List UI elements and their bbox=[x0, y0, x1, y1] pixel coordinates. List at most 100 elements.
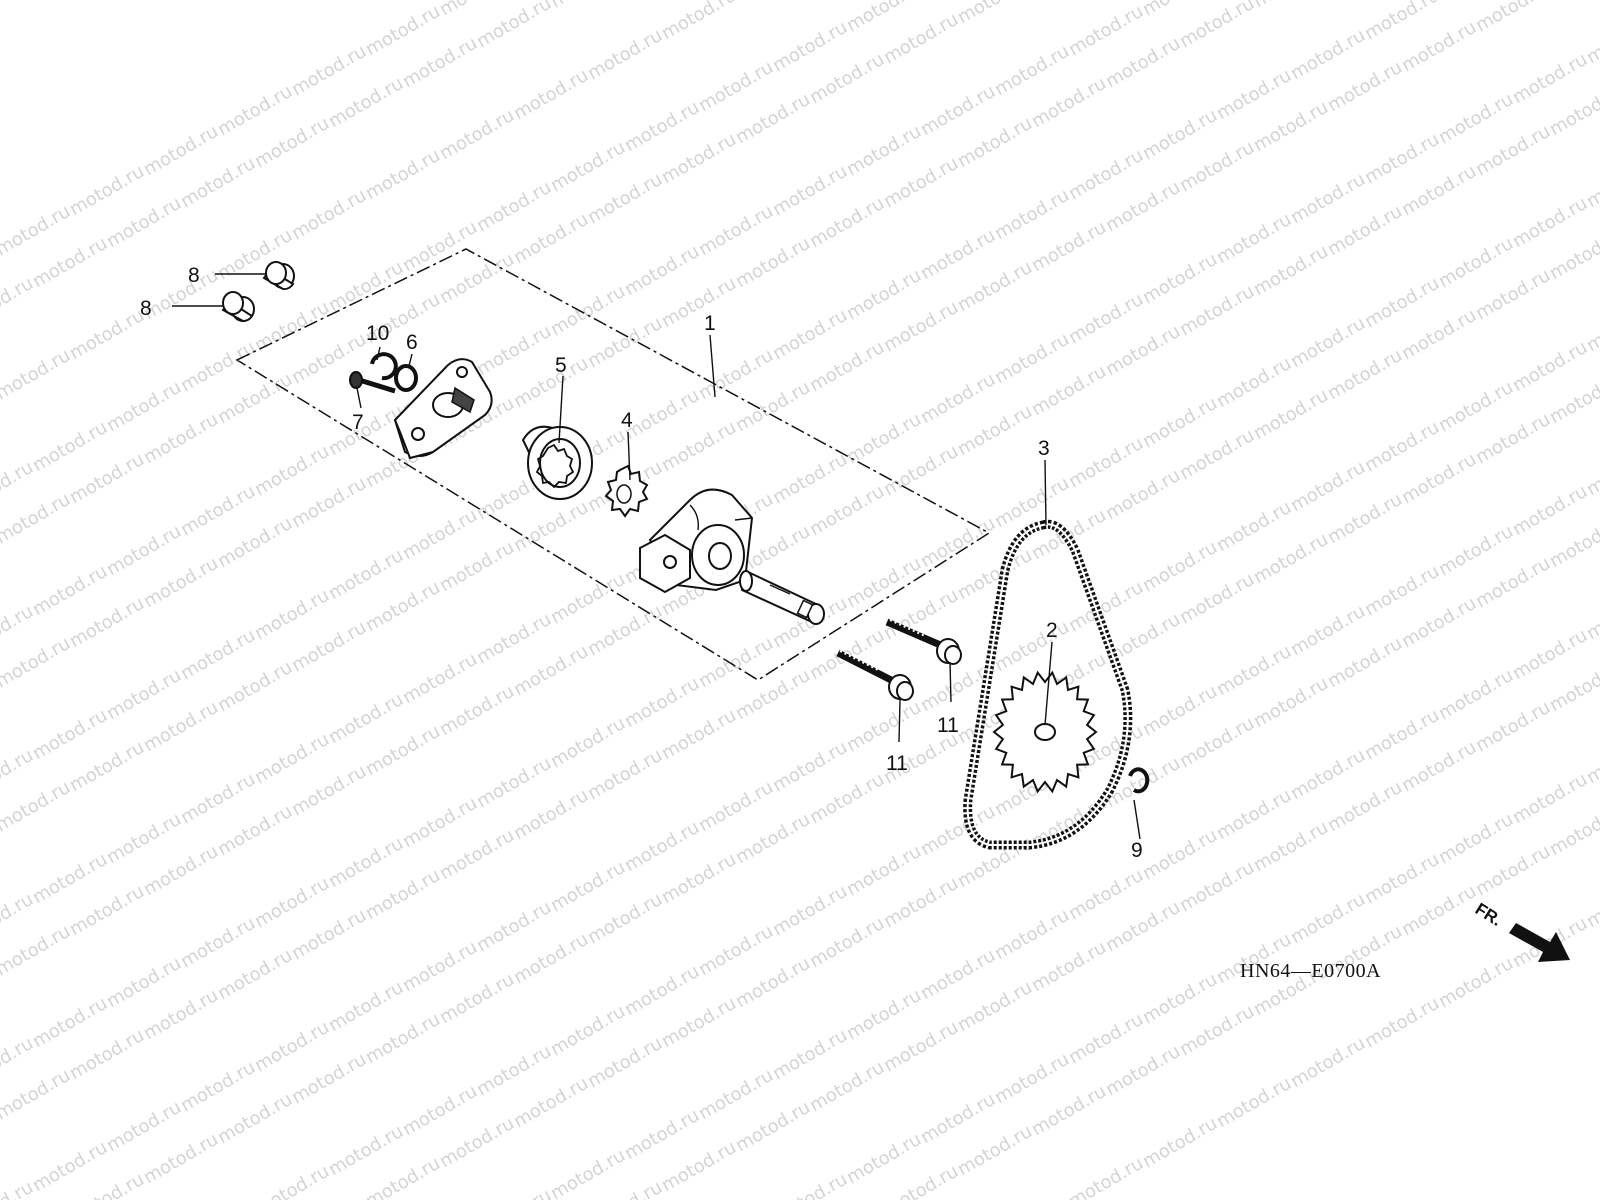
watermark-text: motod.ru bbox=[1213, 65, 1295, 124]
watermark-text: motod.ru bbox=[473, 609, 555, 668]
watermark-text: motod.ru bbox=[66, 881, 148, 940]
watermark-text: motod.ru bbox=[1287, 169, 1369, 228]
watermark-text: motod.ru bbox=[473, 1185, 555, 1200]
watermark-text: motod.ru bbox=[473, 897, 555, 956]
watermark-text: motod.ru bbox=[1361, 129, 1443, 188]
watermark-text: motod.ru bbox=[954, 1121, 1036, 1180]
watermark-text: motod.ru bbox=[251, 113, 333, 172]
watermark-text: motod.ru bbox=[1287, 889, 1369, 948]
watermark-text: motod.ru bbox=[621, 385, 703, 444]
watermark-text: motod.ru bbox=[954, 113, 1036, 172]
watermark-text: motod.ru bbox=[917, 81, 999, 140]
watermark-text: motod.ru bbox=[1472, 265, 1554, 324]
callout-8-lower: 8 bbox=[140, 297, 152, 320]
screw-part-7[interactable] bbox=[349, 371, 396, 394]
callout-6: 6 bbox=[406, 331, 418, 354]
watermark-text: motod.ru bbox=[1287, 25, 1369, 84]
watermark-text: motod.ru bbox=[880, 9, 962, 68]
watermark-text: motod.ru bbox=[1213, 1073, 1295, 1132]
watermark-text: motod.ru bbox=[1287, 457, 1369, 516]
collar-part-8-lower[interactable] bbox=[221, 291, 255, 323]
watermark-text: motod.ru bbox=[1287, 745, 1369, 804]
callout-11-left: 11 bbox=[886, 752, 908, 775]
watermark-text: motod.ru bbox=[140, 553, 222, 612]
watermark-text: motod.ru bbox=[806, 913, 888, 972]
watermark-text: motod.ru bbox=[399, 505, 481, 564]
watermark-text: motod.ru bbox=[436, 825, 518, 884]
watermark-text: motod.ru bbox=[0, 777, 74, 836]
watermark-text: motod.ru bbox=[0, 633, 74, 692]
watermark-text: motod.ru bbox=[177, 153, 259, 212]
watermark-text: motod.ru bbox=[1102, 1041, 1184, 1100]
watermark-text: motod.ru bbox=[0, 1065, 74, 1124]
watermark-text: motod.ru bbox=[917, 945, 999, 1004]
watermark-text: motod.ru bbox=[1472, 841, 1554, 900]
watermark-text: motod.ru bbox=[695, 201, 777, 260]
watermark-text: motod.ru bbox=[621, 673, 703, 732]
watermark-text: motod.ru bbox=[1361, 0, 1443, 44]
watermark-text: motod.ru bbox=[1435, 665, 1517, 724]
watermark-text: motod.ru bbox=[362, 1009, 444, 1068]
watermark-text: motod.ru bbox=[1361, 993, 1443, 1052]
watermark-text: motod.ru bbox=[991, 617, 1073, 676]
collar-part-8-upper[interactable] bbox=[262, 261, 295, 291]
o-ring-part-6[interactable] bbox=[394, 364, 418, 392]
pump-shaft[interactable] bbox=[739, 570, 825, 625]
bolt-part-11-lower[interactable] bbox=[836, 649, 914, 701]
circlip-part-9[interactable] bbox=[1128, 767, 1150, 794]
watermark-text: motod.ru bbox=[917, 225, 999, 284]
watermark-text: motod.ru bbox=[1435, 377, 1517, 436]
watermark-text: motod.ru bbox=[1176, 857, 1258, 916]
watermark-text: motod.ru bbox=[140, 1129, 222, 1188]
watermark-text: motod.ru bbox=[769, 737, 851, 796]
watermark-text: motod.ru bbox=[1398, 161, 1480, 220]
watermark-text: motod.ru bbox=[103, 521, 185, 580]
watermark-text: motod.ru bbox=[954, 545, 1036, 604]
inner-rotor-part-4[interactable] bbox=[604, 464, 649, 518]
watermark-text: motod.ru bbox=[325, 977, 407, 1036]
watermark-text: motod.ru bbox=[29, 705, 111, 764]
watermark-text: motod.ru bbox=[1102, 465, 1184, 524]
watermark-text: motod.ru bbox=[214, 657, 296, 716]
watermark-text: motod.ru bbox=[732, 1097, 814, 1156]
watermark-text: motod.ru bbox=[177, 337, 259, 396]
front-direction-label: FR. bbox=[1472, 899, 1505, 930]
watermark-text: motod.ru bbox=[1250, 97, 1332, 156]
drive-chain-part-3[interactable] bbox=[963, 519, 1133, 850]
watermark-text: motod.ru bbox=[880, 153, 962, 212]
watermark-text: motod.ru bbox=[1509, 625, 1591, 684]
oil-pump-body[interactable] bbox=[639, 488, 754, 594]
bolt-part-11-upper[interactable] bbox=[885, 618, 962, 665]
watermark-text: motod.ru bbox=[288, 41, 370, 100]
pump-cover-plate[interactable] bbox=[393, 358, 493, 460]
watermark-text: motod.ru bbox=[103, 193, 185, 252]
watermark-text: motod.ru bbox=[140, 265, 222, 324]
watermark-text: motod.ru bbox=[1102, 33, 1184, 92]
watermark-text: motod.ru bbox=[1324, 57, 1406, 116]
watermark-text: motod.ru bbox=[1139, 249, 1221, 308]
watermark-text: motod.ru bbox=[732, 953, 814, 1012]
watermark-text: motod.ru bbox=[917, 513, 999, 572]
watermark-text: motod.ru bbox=[1250, 817, 1332, 876]
watermark-text: motod.ru bbox=[769, 161, 851, 220]
watermark-text: motod.ru bbox=[769, 449, 851, 508]
watermark-text: motod.ru bbox=[473, 0, 555, 52]
watermark-text: motod.ru bbox=[140, 409, 222, 468]
watermark-text: motod.ru bbox=[843, 265, 925, 324]
watermark-text: motod.ru bbox=[399, 33, 481, 92]
watermark-text: motod.ru bbox=[1361, 849, 1443, 908]
watermark-text: motod.ru bbox=[436, 105, 518, 164]
watermark-text: motod.ru bbox=[1213, 209, 1295, 268]
watermark-text: motod.ru bbox=[954, 401, 1036, 460]
watermark-text: motod.ru bbox=[1435, 953, 1517, 1012]
clip-part-10[interactable] bbox=[370, 352, 398, 381]
watermark-text: motod.ru bbox=[843, 121, 925, 180]
diagram-code: HN64—E0700A bbox=[1240, 960, 1381, 982]
watermark-text: motod.ru bbox=[1398, 881, 1480, 940]
watermark-text: motod.ru bbox=[695, 777, 777, 836]
watermark-text: motod.ru bbox=[362, 145, 444, 204]
watermark-text: motod.ru bbox=[621, 961, 703, 1020]
outer-rotor-part-5[interactable] bbox=[521, 425, 593, 500]
watermark-text: motod.ru bbox=[362, 721, 444, 780]
watermark-text: motod.ru bbox=[1176, 569, 1258, 628]
